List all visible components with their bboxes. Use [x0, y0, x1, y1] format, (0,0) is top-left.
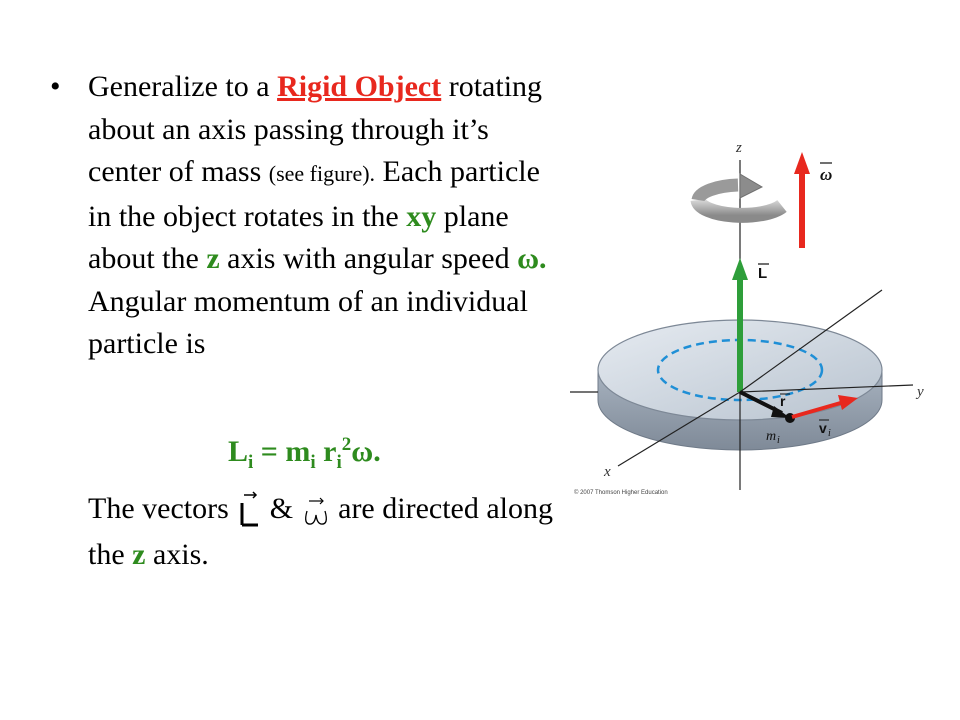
text-axis: axis with angular speed	[219, 242, 518, 275]
rigid-object-term: Rigid Object	[277, 70, 442, 103]
r-arrowhead	[771, 406, 790, 418]
v-arrowhead	[838, 395, 858, 410]
formula-squared: 2	[341, 434, 352, 455]
r-vector-label: r	[780, 393, 786, 409]
text-axis-end: axis.	[145, 538, 209, 571]
formula-r: r	[315, 435, 337, 468]
vector-L-symbol	[240, 491, 259, 527]
mass-subscript: i	[777, 435, 780, 446]
omega-vector-label: ω	[820, 165, 832, 184]
see-figure-note: (see figure).	[268, 161, 376, 186]
rotating-disk-figure: z ω L y x	[570, 140, 924, 496]
main-paragraph: • Generalize to a Rigid Object rotating …	[50, 66, 558, 366]
text-generalize: Generalize to a	[88, 70, 278, 103]
text-plane: plane about the	[88, 199, 509, 276]
text-angular-momentum: Angular momentum of an individual partic…	[88, 284, 528, 361]
v-vector-label: v	[819, 420, 827, 436]
text-the-vectors: The vectors	[88, 492, 237, 525]
x-axis-line	[617, 391, 741, 467]
z-term-2: z	[132, 538, 146, 571]
v-vector-arrow	[791, 400, 845, 419]
vectors-sentence: The vectors & are directed along the z a…	[88, 486, 558, 578]
formula-omega: ω.	[351, 435, 381, 468]
z-axis-label: z	[735, 140, 742, 156]
diagonal-axis-upper	[739, 289, 883, 393]
y-axis-line	[739, 384, 914, 393]
formula-sub-i: i	[336, 452, 342, 473]
bullet: •	[50, 70, 61, 103]
x-axis-label: x	[603, 464, 611, 480]
v-subscript: i	[828, 428, 831, 439]
omega-term: ω.	[517, 242, 547, 275]
angular-momentum-formula: Li = mi ri2ω.	[228, 434, 381, 474]
z-term: z	[206, 242, 220, 275]
formula-sub-i: i	[310, 452, 316, 473]
mass-label: m	[766, 429, 776, 444]
text-each-particle: Each particle in the object rotates in t…	[88, 155, 540, 233]
L-arrowhead	[732, 258, 748, 280]
rotation-arrow-icon	[690, 173, 787, 223]
copyright-note: © 2007 Thomson Higher Education	[574, 489, 668, 496]
text-directed: are directed along the	[88, 492, 554, 571]
formula-eq-m: = m	[253, 435, 311, 468]
xy-term: xy	[406, 199, 437, 233]
text-rotating: rotating about an axis passing through i…	[88, 70, 543, 188]
formula-sub-i: i	[248, 452, 254, 473]
L-vector-label: L	[758, 265, 767, 282]
omega-arrowhead	[794, 152, 810, 174]
formula-L: L	[228, 435, 249, 468]
text-ampersand: &	[269, 492, 301, 525]
y-axis-label: y	[915, 384, 924, 400]
vector-omega-symbol	[304, 497, 327, 525]
